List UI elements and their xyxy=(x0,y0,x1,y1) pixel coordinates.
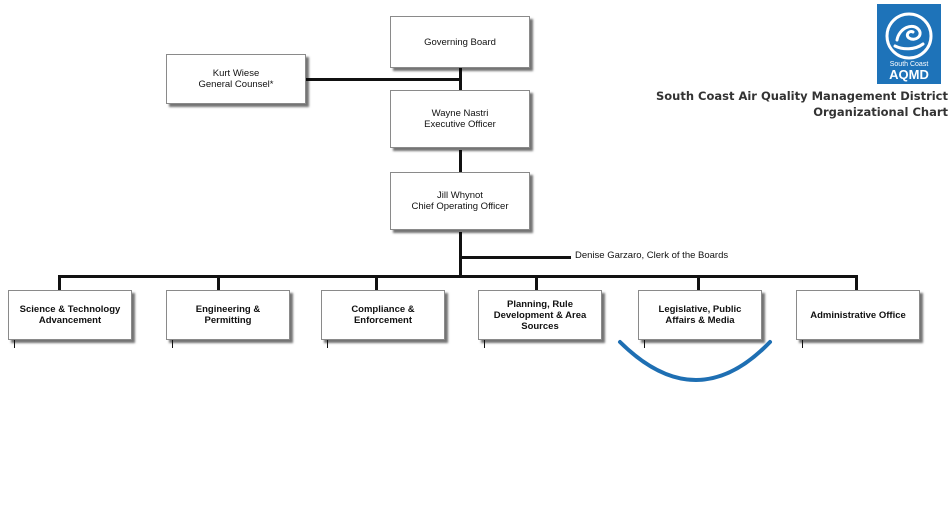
drop-dept-1 xyxy=(58,275,61,290)
coo-title: Chief Operating Officer xyxy=(411,201,509,212)
dept-engineering-permitting: Engineering & Permitting xyxy=(166,290,290,340)
logo-text-big: AQMD xyxy=(889,67,929,82)
dept-label-line1: Planning, Rule xyxy=(507,298,573,310)
connector-counsel xyxy=(306,78,461,81)
dept-label-line1: Science & Technology xyxy=(19,304,121,315)
executive-officer-box: Wayne Nastri Executive Officer xyxy=(390,90,530,148)
governing-board-label: Governing Board xyxy=(424,36,496,48)
general-counsel-name: Kurt Wiese xyxy=(212,68,260,79)
dept-compliance-enforcement: Compliance & Enforcement xyxy=(321,290,445,340)
dept-label-line2: Enforcement xyxy=(353,315,413,326)
drop-dept-4 xyxy=(535,275,538,290)
chart-title-line2: Organizational Chart xyxy=(813,105,948,119)
drop-dept-3 xyxy=(375,275,378,290)
drop-dept-5 xyxy=(697,275,700,290)
dept-label-line2: Permitting xyxy=(204,315,252,326)
dept-tick-6 xyxy=(802,340,803,348)
dept-label-line2: Development & Area xyxy=(493,309,587,321)
dept-tick-1 xyxy=(14,340,15,348)
aqmd-logo: South Coast AQMD xyxy=(877,4,941,84)
dept-label-line1: Legislative, Public xyxy=(658,304,742,315)
dept-label-line1: Administrative Office xyxy=(810,309,906,321)
connector-clerk xyxy=(459,256,571,259)
dept-tick-5 xyxy=(644,340,645,348)
dept-tick-3 xyxy=(327,340,328,348)
dept-label-line1: Compliance & xyxy=(351,304,415,315)
executive-officer-name: Wayne Nastri xyxy=(431,108,489,119)
dept-tick-4 xyxy=(484,340,485,348)
dept-label-line1: Engineering & xyxy=(195,304,261,315)
dept-administrative-office: Administrative Office xyxy=(796,290,920,340)
drop-dept-6 xyxy=(855,275,858,290)
dept-label-line3: Sources xyxy=(521,320,559,332)
governing-board-box: Governing Board xyxy=(390,16,530,68)
connector-exec-coo xyxy=(459,150,462,172)
clerk-of-boards-label: Denise Garzaro, Clerk of the Boards xyxy=(575,250,729,261)
department-bus xyxy=(58,275,858,278)
dept-legislative-public-affairs: Legislative, Public Affairs & Media xyxy=(638,290,762,340)
logo-text-small: South Coast xyxy=(889,61,929,68)
dept-label-line2: Affairs & Media xyxy=(665,315,735,326)
general-counsel-box: Kurt Wiese General Counsel* xyxy=(166,54,306,104)
aqmd-emblem-icon xyxy=(885,12,933,60)
executive-officer-title: Executive Officer xyxy=(424,119,496,130)
highlight-arc-annotation xyxy=(618,340,772,382)
coo-box: Jill Whynot Chief Operating Officer xyxy=(390,172,530,230)
dept-science-technology: Science & Technology Advancement xyxy=(8,290,132,340)
chart-title: South Coast Air Quality Management Distr… xyxy=(656,88,948,120)
dept-planning-rule-development: Planning, Rule Development & Area Source… xyxy=(478,290,602,340)
general-counsel-title: General Counsel* xyxy=(198,79,274,90)
dept-label-line2: Advancement xyxy=(38,315,102,326)
coo-name: Jill Whynot xyxy=(437,190,483,201)
chart-title-line1: South Coast Air Quality Management Distr… xyxy=(655,89,948,103)
drop-dept-2 xyxy=(217,275,220,290)
dept-tick-2 xyxy=(172,340,173,348)
connector-coo-bus xyxy=(459,232,462,277)
